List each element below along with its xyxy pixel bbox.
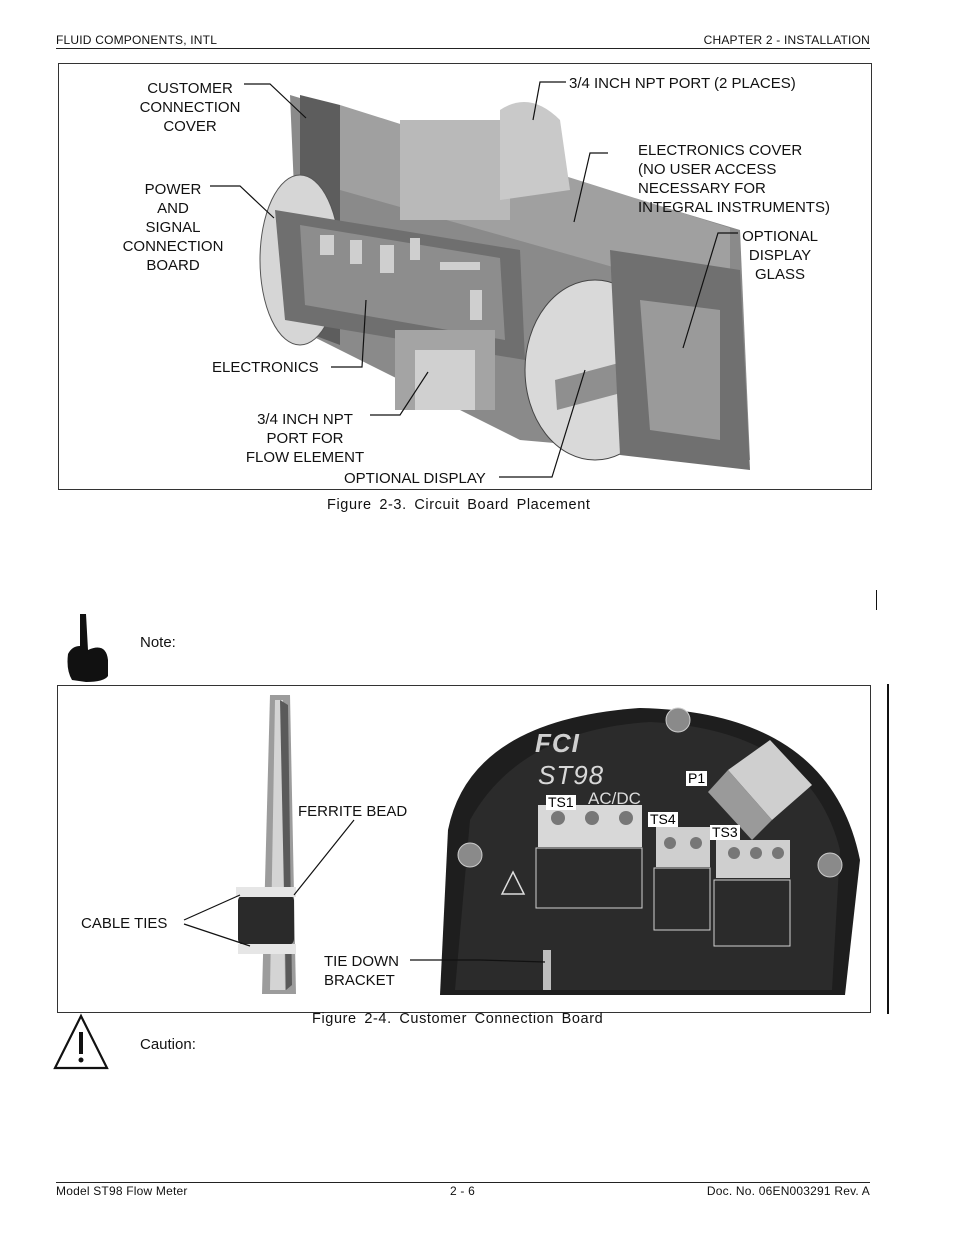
acdc-text: AC/DC	[588, 789, 641, 808]
label-line: BOARD	[146, 257, 200, 274]
footer-center: 2 - 6	[450, 1184, 476, 1198]
header-left: FLUID COMPONENTS, INTL	[56, 33, 218, 47]
label-line: TIE DOWN	[324, 953, 399, 970]
label-line: COVER	[163, 118, 217, 135]
label-power-signal-board: POWER AND SIGNAL CONNECTION BOARD	[112, 180, 234, 275]
label-tie-down-bracket: TIE DOWN BRACKET	[324, 952, 399, 990]
brand-logo: FCI	[535, 728, 580, 758]
change-bar	[887, 684, 889, 1014]
footer-right: Doc. No. 06EN003291 Rev. A	[706, 1184, 870, 1198]
label-customer-connection-cover: CUSTOMER CONNECTION COVER	[128, 79, 252, 136]
label-line: OPTIONAL	[742, 228, 818, 245]
label-line: ELECTRONICS COVER	[638, 142, 803, 159]
header-right: CHAPTER 2 - INSTALLATION	[703, 33, 870, 47]
label-line: INTEGRAL INSTRUMENTS)	[638, 199, 830, 216]
label-ferrite-bead: FERRITE BEAD	[298, 803, 408, 820]
label-npt-port-2-places: 3/4 INCH NPT PORT (2 PLACES)	[569, 75, 796, 92]
note-label: Note:	[140, 634, 176, 651]
label-line: CONNECTION	[122, 238, 224, 255]
label-electronics-cover: ELECTRONICS COVER (NO USER ACCESS NECESS…	[638, 141, 830, 217]
label-electronics: ELECTRONICS	[212, 359, 319, 376]
tag-ts1: TS1	[546, 794, 576, 810]
label-line: AND	[157, 200, 189, 217]
label-optional-display: OPTIONAL DISPLAY	[344, 470, 486, 487]
change-bar	[876, 590, 877, 610]
figure-2-3-caption: Figure 2-3. Circuit Board Placement	[327, 497, 591, 513]
label-cable-ties: CABLE TIES	[81, 915, 168, 932]
caution-label: Caution:	[140, 1036, 196, 1053]
figure-2-3-frame	[58, 63, 872, 490]
tag-p1: P1	[686, 770, 708, 786]
tag-ts4: TS4	[648, 811, 678, 827]
figure-2-4-frame	[57, 685, 871, 1013]
header-rule	[56, 48, 870, 49]
label-line: BRACKET	[324, 972, 395, 989]
label-optional-display-glass: OPTIONAL DISPLAY GLASS	[730, 227, 830, 284]
footer-rule	[56, 1182, 870, 1183]
label-line: GLASS	[754, 266, 806, 283]
label-line: CONNECTION	[139, 99, 241, 116]
model-logo: ST98	[538, 760, 605, 790]
label-line: SIGNAL	[145, 219, 201, 236]
label-line: (NO USER ACCESS	[638, 161, 777, 178]
label-line: 3/4 INCH NPT	[257, 411, 353, 428]
label-npt-flow-element: 3/4 INCH NPT PORT FOR FLOW ELEMENT	[240, 410, 370, 467]
label-line: DISPLAY	[748, 247, 812, 264]
tag-ts3: TS3	[710, 824, 740, 840]
label-line: PORT FOR	[266, 430, 344, 447]
label-line: CUSTOMER	[147, 80, 233, 97]
label-line: FLOW ELEMENT	[245, 449, 365, 466]
figure-2-4-caption: Figure 2-4. Customer Connection Board	[312, 1011, 604, 1027]
label-line: POWER	[144, 181, 202, 198]
footer-left: Model ST98 Flow Meter	[56, 1184, 188, 1198]
label-line: NECESSARY FOR	[638, 180, 766, 197]
